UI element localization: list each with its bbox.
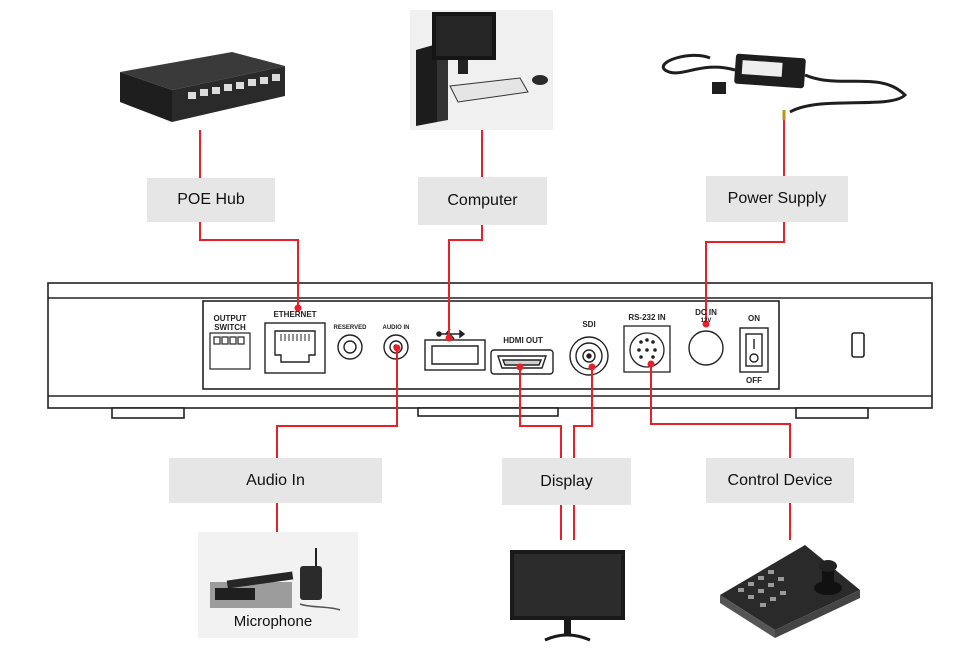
rs232-in-label: RS-232 IN xyxy=(628,313,666,322)
sdi-port xyxy=(569,336,609,376)
reserved-label: RESERVED xyxy=(333,325,367,331)
power-supply-image xyxy=(661,53,908,120)
microphone-image xyxy=(198,532,358,638)
dc-in-label: DC IN xyxy=(695,308,717,317)
output-switch-label-line2: SWITCH xyxy=(214,323,246,332)
display-image xyxy=(510,550,625,642)
power-off-label: OFF xyxy=(746,376,762,385)
output-switch-port xyxy=(209,332,251,370)
poe-hub-image xyxy=(120,52,285,122)
usb-port xyxy=(424,339,486,371)
poe-hub-label: POE Hub xyxy=(147,178,275,222)
output-switch-label-line1: OUTPUT xyxy=(213,314,247,323)
wire-poe-hub xyxy=(199,130,302,312)
control-device-label: Control Device xyxy=(706,458,854,503)
dc-spec-label: 12V xyxy=(700,318,712,324)
output-switch-label: OUTPUT SWITCH xyxy=(206,314,254,332)
power-supply-label: Power Supply xyxy=(706,176,848,222)
hdmi-out-port xyxy=(490,349,554,375)
hdmi-out-label: HDMI OUT xyxy=(503,336,543,345)
computer-image xyxy=(410,10,553,130)
ethernet-port xyxy=(264,322,326,374)
power-on-label: ON xyxy=(748,314,760,323)
sdi-label: SDI xyxy=(582,320,596,329)
audio-in-label: AUDIO IN xyxy=(382,325,410,331)
wire-display xyxy=(516,363,596,540)
wire-audio-in xyxy=(276,344,401,535)
device-back-panel xyxy=(47,282,933,419)
rs232-in-port xyxy=(623,325,671,373)
computer-label: Computer xyxy=(418,177,547,225)
wire-computer xyxy=(445,130,483,342)
audio-in-label-box: Audio In xyxy=(169,458,382,503)
power-switch xyxy=(739,327,769,373)
reserved-port xyxy=(337,334,363,360)
dc-in-port xyxy=(688,330,724,366)
ethernet-label: ETHERNET xyxy=(273,310,317,319)
microphone-caption: Microphone xyxy=(233,613,313,630)
wire-control-device xyxy=(647,360,791,540)
display-label: Display xyxy=(502,458,631,505)
wire-power-supply xyxy=(702,120,785,328)
control-device-image xyxy=(720,545,860,638)
